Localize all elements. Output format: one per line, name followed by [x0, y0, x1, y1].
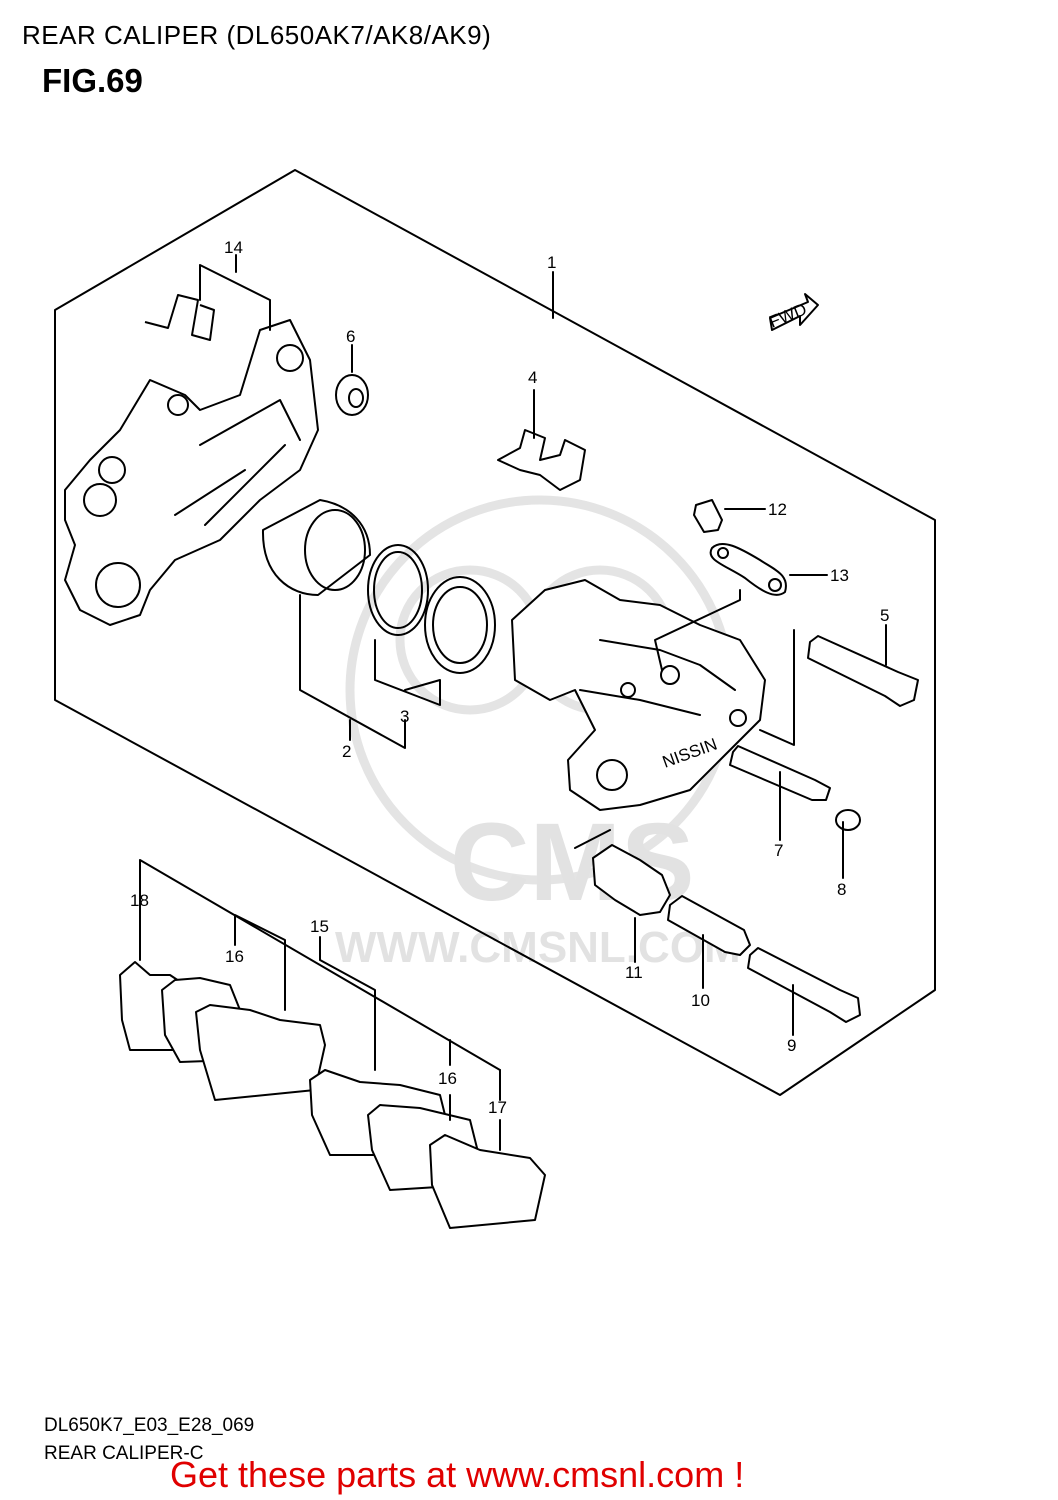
- diagram-code: DL650K7_E03_E28_069: [44, 1415, 255, 1436]
- plate: [709, 542, 787, 596]
- caliper-bracket: [64, 319, 319, 626]
- pad-spring: [144, 294, 215, 341]
- figure-number: FIG.69: [42, 62, 143, 99]
- forward-arrow-icon: FWD: [766, 293, 819, 332]
- diagram-subtitle: REAR CALIPER-C: [44, 1443, 204, 1464]
- callout-9: 9: [787, 1036, 796, 1055]
- callout-7: 7: [774, 841, 783, 860]
- callout-6: 6: [346, 327, 355, 346]
- callout-3: 3: [400, 707, 409, 726]
- callout-16a: 16: [225, 947, 244, 966]
- dust-seal: [424, 576, 496, 674]
- callout-11: 11: [625, 963, 643, 982]
- bleeder-cap: [335, 374, 369, 416]
- callouts: 1 2 3 4 5 6 7 8 9 10 11 12 13 14 15 16 1…: [130, 238, 889, 1117]
- callout-13: 13: [830, 566, 849, 585]
- sleeve: [667, 895, 751, 956]
- callout-15: 15: [310, 917, 329, 936]
- callout-2: 2: [342, 742, 351, 761]
- callout-1: 1: [547, 253, 556, 272]
- caliper-pin-bolt: [807, 635, 919, 707]
- leader-lines: [139, 254, 887, 1151]
- rubber-boot: [592, 844, 671, 916]
- watermark-url: WWW.CMSNL.COM: [335, 923, 741, 972]
- piston-seal: [367, 544, 429, 636]
- fwd-label: FWD: [766, 300, 809, 332]
- callout-16b: 16: [438, 1069, 457, 1088]
- plug: [835, 809, 861, 831]
- callout-5: 5: [880, 606, 889, 625]
- callout-18: 18: [130, 891, 149, 910]
- diagram-title: REAR CALIPER (DL650AK7/AK8/AK9): [22, 20, 492, 50]
- bleeder-valve: [693, 499, 723, 533]
- brake-pads: [119, 961, 546, 1229]
- caliper-body: NISSIN: [511, 579, 766, 811]
- callout-14: 14: [224, 238, 243, 257]
- callout-10: 10: [691, 991, 710, 1010]
- mounting-bolt: [747, 947, 861, 1023]
- callout-8: 8: [837, 880, 846, 899]
- pad-spring-top: [497, 429, 586, 491]
- callout-12: 12: [768, 500, 787, 519]
- callout-17: 17: [488, 1098, 507, 1117]
- promo-link[interactable]: Get these parts at www.cmsnl.com !: [170, 1454, 745, 1495]
- assembly-boundary: [54, 169, 936, 1096]
- piston: [261, 499, 371, 596]
- callout-4: 4: [528, 368, 537, 387]
